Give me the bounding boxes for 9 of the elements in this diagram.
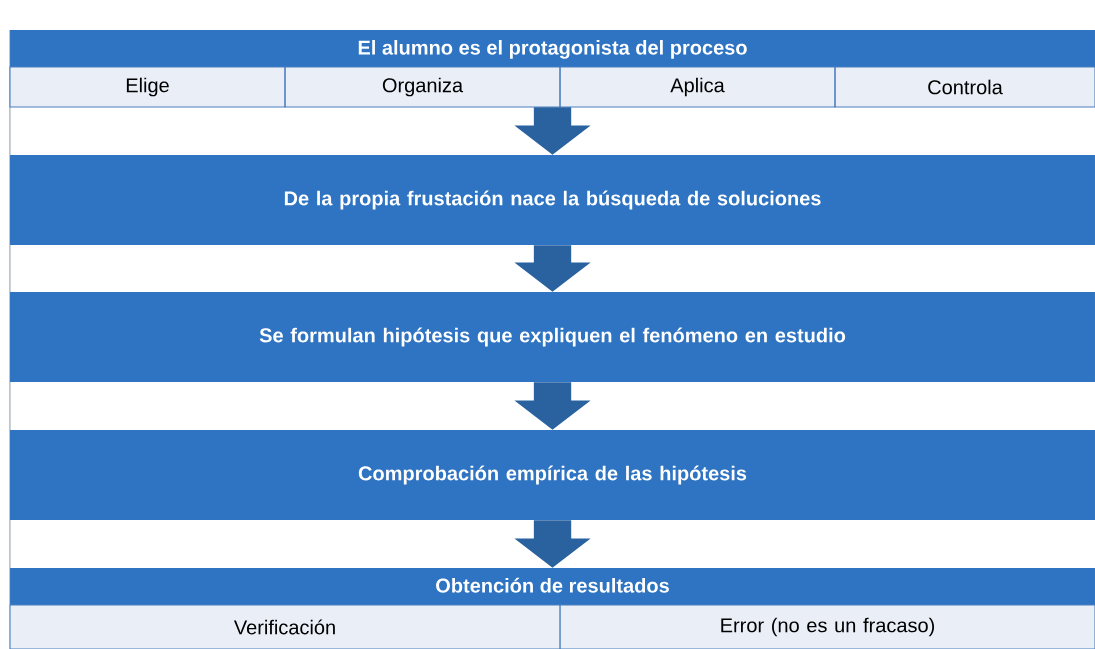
table-cell: Verificación <box>9 604 561 649</box>
table-cell: Controla <box>834 66 1095 108</box>
table-cell: Organiza <box>284 66 561 108</box>
table-cell: Elige <box>9 66 286 108</box>
table-cell: Error (no es un fracaso) <box>559 604 1095 649</box>
table-cell: Aplica <box>559 66 836 108</box>
banner-box: De la propia frustación nace la búsqueda de soluciones <box>10 155 1095 245</box>
banner-box: Se formulan hipótesis que expliquen el fenómeno en estudio <box>10 292 1095 382</box>
banner-box: Comprobación empírica de las hipótesis <box>10 430 1095 520</box>
